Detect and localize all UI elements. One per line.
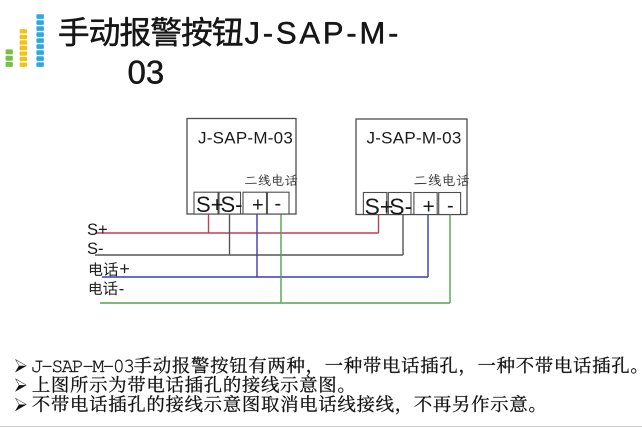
svg-text:-: - [275,193,282,215]
svg-text:J-SAP-M-03: J-SAP-M-03 [198,129,293,148]
svg-text:S-: S- [221,192,243,217]
svg-text:S-: S- [87,240,104,258]
svg-text:S+: S+ [87,221,108,239]
svg-text:+: + [252,195,264,217]
svg-text:S-: S- [389,194,412,220]
svg-text:S+: S+ [365,194,394,220]
svg-text:S+: S+ [196,192,224,217]
svg-text:-: - [447,195,454,217]
svg-text:J-SAP-M-03: J-SAP-M-03 [367,129,462,148]
svg-text:+: + [423,196,435,219]
